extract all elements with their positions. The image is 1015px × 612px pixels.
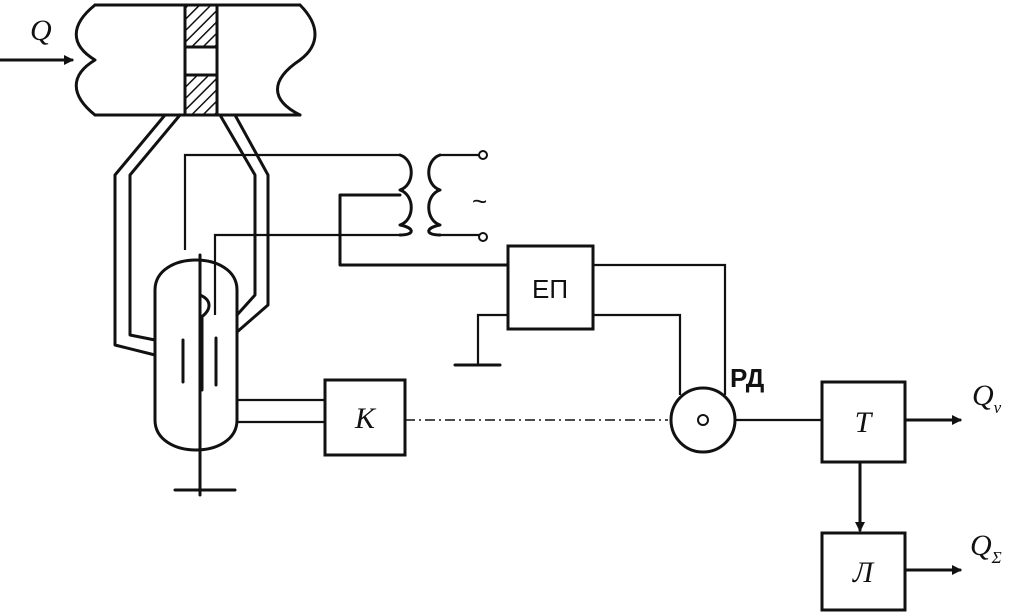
block-t-label: Т <box>855 406 874 439</box>
ep-rd-wires <box>593 263 727 395</box>
orifice-plate <box>183 3 219 117</box>
block-ep-label: ЕП <box>532 274 568 304</box>
block-ep <box>506 244 595 331</box>
output-v-label: Qv <box>972 379 1002 417</box>
measuring-vessel <box>153 253 239 497</box>
motor-rd-label: РД <box>730 363 765 393</box>
ep-ground <box>453 313 508 367</box>
block-k-label: К <box>354 402 377 435</box>
heater-wires <box>183 153 400 315</box>
impulse-tubes <box>113 113 270 357</box>
block-l <box>820 531 907 612</box>
block-l-label: Л <box>852 556 875 589</box>
ac-source-label: ~ <box>472 186 487 216</box>
vessel-k-wires <box>237 398 325 424</box>
transformer <box>338 150 510 267</box>
block-t <box>820 380 907 464</box>
block-k <box>323 378 407 457</box>
motor-rd <box>669 386 737 454</box>
output-sum-label: QΣ <box>970 529 1002 567</box>
input-flow-label: Q <box>30 14 52 47</box>
